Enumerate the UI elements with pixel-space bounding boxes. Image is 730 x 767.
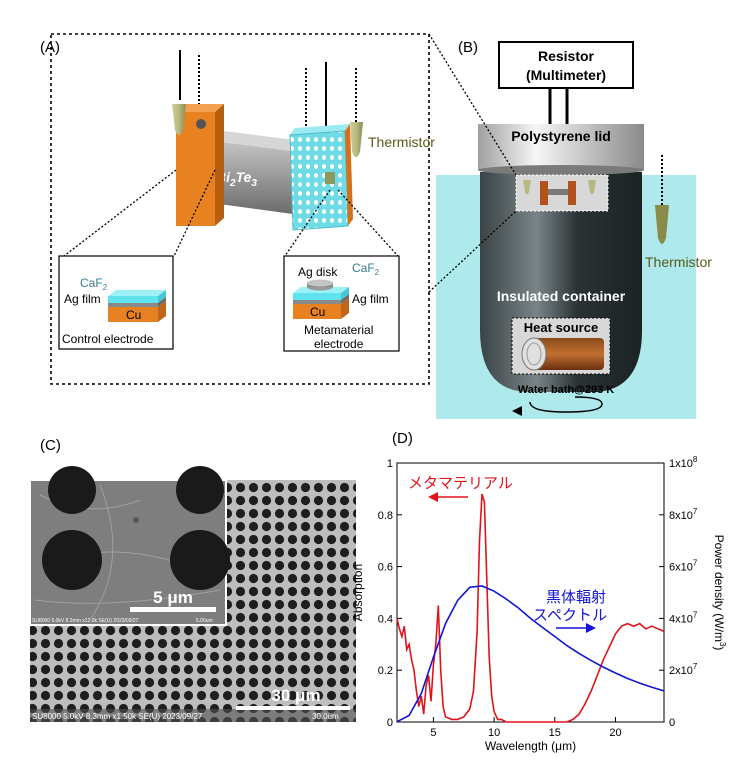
thermistor-left (172, 104, 186, 135)
x-tick-label: 5 (430, 727, 436, 739)
y-tick-label: 0.8 (378, 510, 393, 522)
panel-c-label: (C) (40, 437, 61, 454)
annotation-meta: メタマテリアル (408, 474, 513, 492)
series-line-1 (396, 585, 665, 723)
meta-agdisk-label: Ag disk (298, 265, 338, 279)
sem-meta-bottom: SU8000 5.0kV 8.3mm x1.50k SE(U) 2023/09/… (32, 712, 203, 721)
x-tick-label: 10 (488, 727, 500, 739)
panel-a-frame (50, 33, 430, 385)
y-tick-label: 0.4 (378, 613, 393, 625)
lid-label: Polystyrene lid (511, 128, 611, 144)
annotation-bb-1: 黒体輻射 (546, 588, 606, 606)
panel-c: (C) 5 μm SU8000 5.0kV 8.3mm x12.0k SE(U)… (29, 437, 356, 722)
scale-bar-5um (130, 607, 216, 612)
annotation-arrowhead-meta (428, 492, 438, 502)
scale-bar-30um (236, 706, 350, 710)
resistor-label-2: (Multimeter) (526, 67, 606, 83)
sem-meta-top: SU8000 5.0kV 8.3mm x12.0k SE(U) 2023/09/… (32, 618, 139, 624)
metamaterial-electrode (289, 130, 349, 231)
hole (176, 466, 224, 514)
hole (170, 530, 230, 590)
y2-tick-label: 8x107 (669, 507, 698, 522)
y2-tick-label: 2x107 (669, 662, 698, 677)
sem-meta-top-scale: 5.00um (196, 618, 213, 624)
scale-label-5um: 5 μm (153, 588, 193, 607)
y2-tick-label: 6x107 (669, 559, 698, 574)
x-tick-label: 15 (549, 727, 561, 739)
hole (42, 530, 102, 590)
control-agfilm-label: Ag film (64, 292, 101, 306)
thermistor-bath (655, 205, 669, 244)
polystyrene-lid (478, 124, 644, 170)
y-tick-label: 1 (387, 458, 393, 470)
y-axis-label: Absorption (351, 564, 365, 621)
annotation-arrowhead-bb (586, 623, 596, 633)
meta-caption-2: electrode (314, 337, 364, 351)
meta-caption-1: Metamaterial (304, 323, 373, 337)
panel-b: (B) Resistor (Multimeter) Polystyrene li… (428, 33, 712, 419)
annotation-bb-2: スペクトル (533, 606, 607, 624)
bath-label: Water bath@293 K (518, 384, 615, 396)
panel-b-label: (B) (458, 39, 478, 56)
plot-frame (396, 462, 665, 723)
y-tick-label: 0.6 (378, 562, 393, 574)
control-cu-label: Cu (126, 308, 141, 322)
container-label: Insulated container (497, 288, 626, 304)
scale-label-30um: 30 μm (271, 686, 320, 705)
y2-tick-label: 0 (669, 717, 675, 729)
y2-tick-label: 1x108 (669, 455, 698, 470)
ag-disk (307, 279, 333, 287)
panel-a: (A) Bi2Te3 Thermistor (40, 33, 435, 385)
resistor-box (498, 41, 634, 89)
control-electrode (176, 112, 215, 226)
control-caption: Control electrode (62, 332, 154, 346)
heat-label: Heat source (524, 320, 598, 335)
hole (48, 466, 96, 514)
y-tick-label: 0 (387, 717, 393, 729)
control-caf-label: CaF2 (80, 276, 108, 292)
thermistor-label-a: Thermistor (368, 134, 435, 150)
y-tick-label: 0.2 (378, 665, 393, 677)
stir-arrow (529, 396, 603, 413)
x-tick-label: 20 (609, 727, 621, 739)
panel-d-label: (D) (392, 430, 413, 447)
y2-axis-label: Power density (W/m3) (712, 535, 727, 651)
sem-meta-bottom-scale: 30.0um (312, 712, 339, 721)
meta-cu-label: Cu (310, 305, 325, 319)
series-line-0 (396, 493, 665, 723)
resistor-label-1: Resistor (538, 48, 595, 64)
meta-caf-label: CaF2 (352, 261, 380, 277)
thermistor-label-b: Thermistor (645, 254, 712, 270)
thermistor-right (350, 122, 363, 157)
x-axis-label: Wavelength (μm) (485, 739, 576, 753)
meta-agfilm-label: Ag film (352, 292, 389, 306)
y2-tick-label: 4x107 (669, 610, 698, 625)
heat-source (534, 338, 604, 370)
panel-a-label: (A) (40, 39, 60, 56)
